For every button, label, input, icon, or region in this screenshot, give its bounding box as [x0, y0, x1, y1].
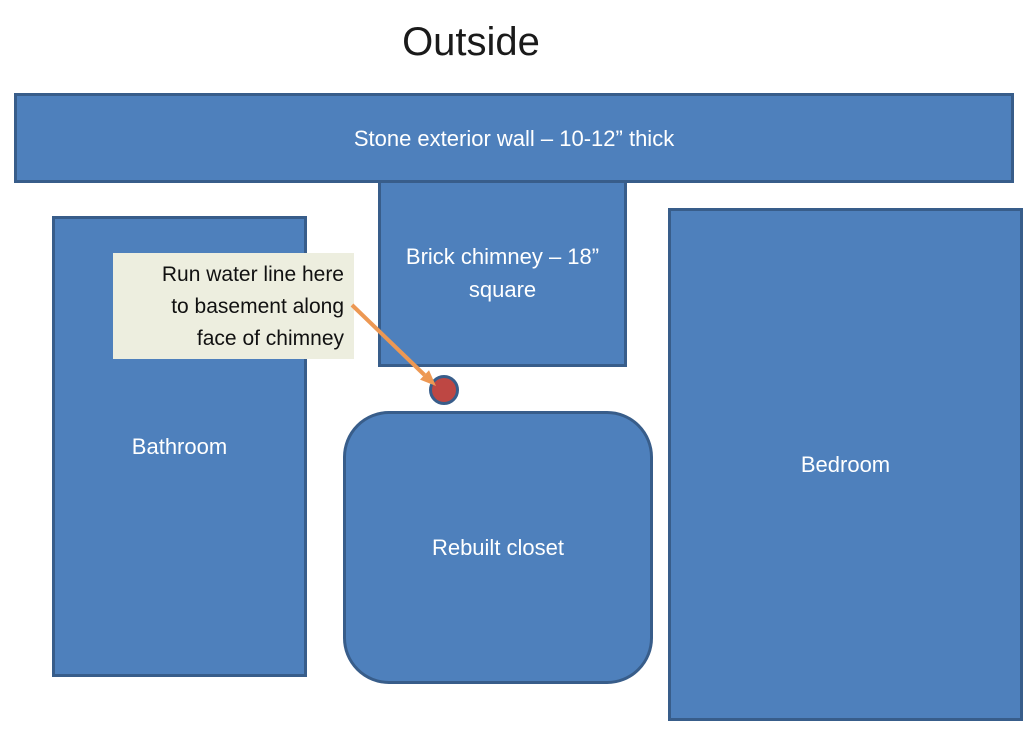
callout-line: to basement along: [171, 295, 344, 318]
rebuilt-closet-shape: Rebuilt closet: [343, 411, 653, 684]
closet-label: Rebuilt closet: [431, 535, 565, 560]
callout-line: Run water line here: [161, 263, 344, 286]
bedroom-label: Bedroom: [800, 452, 891, 477]
water-line-marker-dot: [429, 375, 459, 405]
chimney-label-line1: Brick chimney – 18”: [405, 244, 600, 269]
slide-title: Outside: [402, 20, 540, 64]
water-line-callout: Run water line here to basement along fa…: [113, 253, 354, 359]
callout-line: face of chimney: [196, 327, 344, 350]
chimney-label-line2: square: [468, 277, 537, 302]
stone-wall-shape: Stone exterior wall – 10-12” thick: [14, 93, 1014, 183]
chimney-shape: Brick chimney – 18” square: [378, 179, 627, 367]
bathroom-label: Bathroom: [131, 434, 228, 459]
stone-wall-label: Stone exterior wall – 10-12” thick: [353, 125, 675, 151]
bedroom-shape: Bedroom: [668, 208, 1023, 721]
